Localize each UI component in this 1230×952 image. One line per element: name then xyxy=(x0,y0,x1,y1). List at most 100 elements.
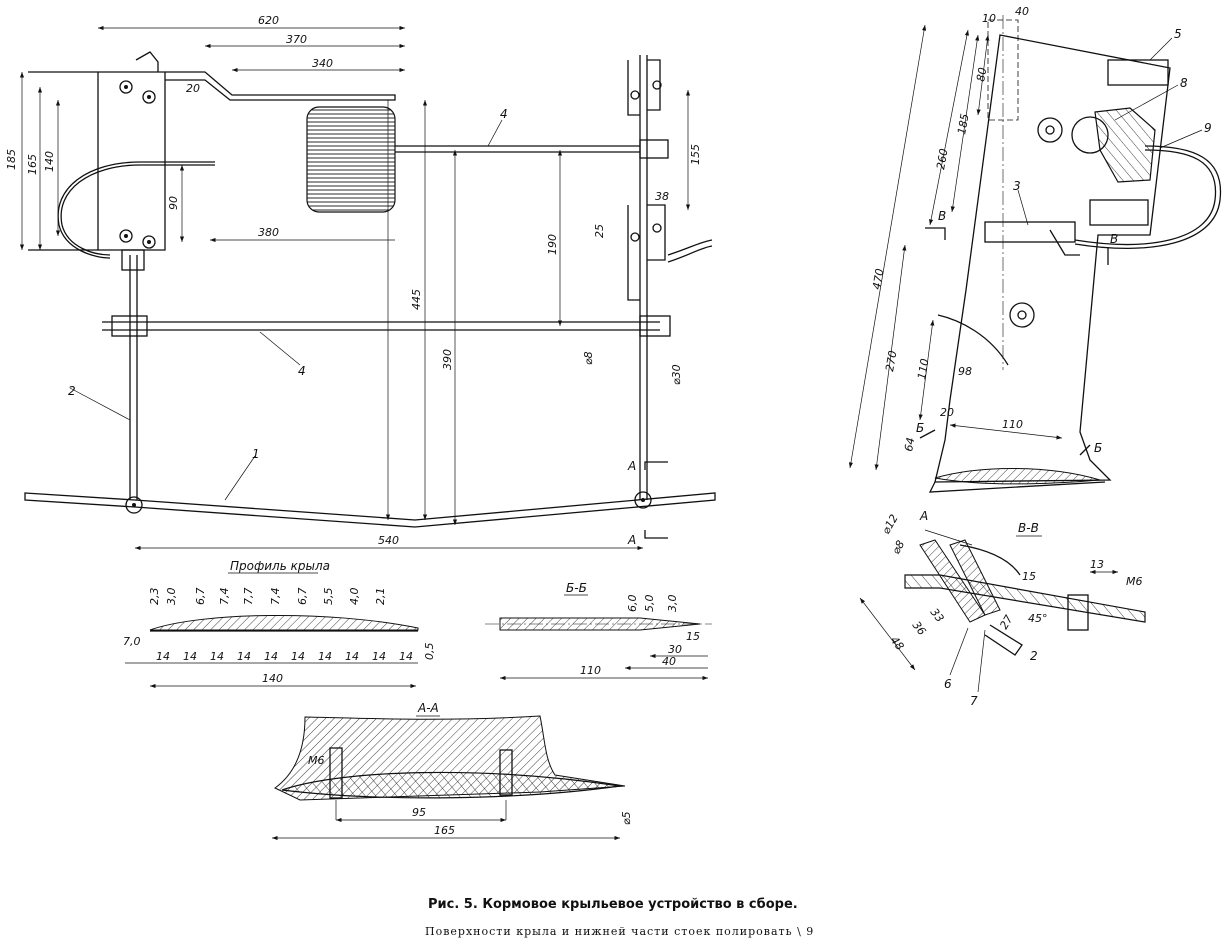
figure-caption: Рис. 5. Кормовое крыльевое устройство в … xyxy=(428,897,798,912)
svg-text:7,4: 7,4 xyxy=(218,588,231,606)
bb-dim-15: 15 xyxy=(686,630,700,643)
aa-dim-95: 95 xyxy=(412,806,426,819)
callout-9: 9 xyxy=(1204,121,1212,135)
svg-text:4,0: 4,0 xyxy=(348,588,361,606)
vv-d27: 27 xyxy=(997,613,1015,632)
profile-total: 140 xyxy=(262,672,283,685)
section-vv: В-В ⌀12 ⌀8 А 15 13 М6 48 36 33 27 45° 2 … xyxy=(859,509,1146,708)
callout-8: 8 xyxy=(1180,76,1188,90)
dim-380: 380 xyxy=(258,226,279,239)
svg-text:14: 14 xyxy=(399,650,413,663)
vv-a: А xyxy=(919,509,928,523)
vv-d36: 36 xyxy=(910,619,929,638)
svg-text:5,0: 5,0 xyxy=(643,595,656,613)
svg-text:14: 14 xyxy=(237,650,251,663)
section-vv-title: В-В xyxy=(1018,521,1039,535)
side-dim-270: 270 xyxy=(883,350,899,373)
dim-620: 620 xyxy=(258,14,279,27)
vv-d13: 13 xyxy=(1090,558,1104,571)
side-dim-110v: 110 xyxy=(915,358,931,381)
dim-390: 390 xyxy=(441,349,454,370)
vv-callout-6: 6 xyxy=(944,677,952,691)
section-b-left: Б xyxy=(916,421,924,435)
vv-d48: 48 xyxy=(888,634,907,653)
profile-spacing-labels: 14 14 14 14 14 14 14 14 14 14 xyxy=(156,650,413,663)
vv-d8: ⌀8 xyxy=(889,538,907,556)
dim-d8: ⌀8 xyxy=(582,351,595,365)
profile-title: Профиль крыла xyxy=(230,559,330,573)
side-dim-110h: 110 xyxy=(1002,418,1023,431)
svg-text:14: 14 xyxy=(372,650,386,663)
vv-d33: 33 xyxy=(928,606,947,625)
side-dim-10: 10 xyxy=(982,12,996,25)
profile-thickness-labels: 2,3 3,0 6,7 7,4 7,7 7,4 6,7 5,5 4,0 2,1 xyxy=(148,588,387,606)
aa-dim-d5: ⌀5 xyxy=(620,811,633,825)
svg-text:6,7: 6,7 xyxy=(194,588,207,606)
svg-text:14: 14 xyxy=(183,650,197,663)
dim-185: 185 xyxy=(5,149,18,170)
side-dim-470: 470 xyxy=(870,268,886,291)
dimension-lines xyxy=(19,25,691,551)
side-dim-260: 260 xyxy=(934,148,950,171)
side-view: 470 260 185 80 10 40 270 110 98 20 64 11… xyxy=(848,5,1222,493)
dim-190: 190 xyxy=(546,234,559,255)
section-a-bottom: A xyxy=(627,533,636,547)
section-b-right: Б xyxy=(1094,441,1102,455)
section-bb-title: Б-Б xyxy=(566,581,587,595)
svg-text:14: 14 xyxy=(345,650,359,663)
svg-text:14: 14 xyxy=(318,650,332,663)
figure-note: Поверхности крыла и нижней части стоек п… xyxy=(425,925,814,938)
dim-370: 370 xyxy=(286,33,307,46)
profile-right-dim: 0,5 xyxy=(423,643,436,661)
dim-165: 165 xyxy=(26,154,39,175)
wing-profile: Профиль крыла 2,3 3,0 6,7 7,4 7,7 7,4 6,… xyxy=(123,559,436,689)
bolt-icon xyxy=(119,80,156,249)
aa-thread: М6 xyxy=(308,754,325,767)
vv-thread: М6 xyxy=(1126,575,1143,588)
side-dim-185: 185 xyxy=(955,113,971,136)
dim-155: 155 xyxy=(689,144,702,165)
vv-callout-7: 7 xyxy=(970,694,978,708)
svg-text:14: 14 xyxy=(210,650,224,663)
section-bb: Б-Б 6,0 5,0 3,0 15 30 40 110 xyxy=(485,581,712,681)
svg-text:6,0: 6,0 xyxy=(626,595,639,613)
vv-callout-2: 2 xyxy=(1030,649,1038,663)
bb-dim-40: 40 xyxy=(662,655,676,668)
profile-left-dim: 7,0 xyxy=(123,635,141,648)
main-view: 620 370 340 20 185 165 140 90 380 445 39… xyxy=(5,14,716,551)
svg-text:14: 14 xyxy=(264,650,278,663)
dim-540: 540 xyxy=(378,534,399,547)
callout-1: 1 xyxy=(252,447,260,461)
side-dim-40: 40 xyxy=(1015,5,1029,18)
svg-text:7,4: 7,4 xyxy=(269,588,282,606)
svg-text:14: 14 xyxy=(291,650,305,663)
svg-text:3,0: 3,0 xyxy=(165,588,178,606)
section-v-left: В xyxy=(938,209,946,223)
svg-text:2,3: 2,3 xyxy=(148,588,161,606)
callout-5: 5 xyxy=(1174,27,1182,41)
callout-2: 2 xyxy=(68,384,76,398)
callout-4-upper: 4 xyxy=(500,107,508,121)
dim-90: 90 xyxy=(167,196,180,210)
side-dim-80: 80 xyxy=(974,66,989,82)
section-a-top: A xyxy=(627,459,636,473)
dim-140: 140 xyxy=(43,151,56,172)
bb-total: 110 xyxy=(580,664,601,677)
callout-4-lower: 4 xyxy=(298,364,306,378)
side-dim-98: 98 xyxy=(958,365,972,378)
svg-text:6,7: 6,7 xyxy=(296,588,309,606)
section-aa: А-А М6 95 165 ⌀5 xyxy=(272,701,633,841)
svg-text:2,1: 2,1 xyxy=(374,588,387,606)
bb-dim-30: 30 xyxy=(668,643,682,656)
svg-text:14: 14 xyxy=(156,650,170,663)
section-aa-title: А-А xyxy=(417,701,439,715)
side-dim-20: 20 xyxy=(940,406,954,419)
vv-angle: 45° xyxy=(1028,612,1048,625)
side-dim-64: 64 xyxy=(902,436,917,452)
aa-dim-165: 165 xyxy=(434,824,455,837)
dim-25: 25 xyxy=(593,224,606,238)
dim-445: 445 xyxy=(410,289,423,310)
callout-3: 3 xyxy=(1013,179,1021,193)
dim-d30: ⌀30 xyxy=(670,364,683,385)
